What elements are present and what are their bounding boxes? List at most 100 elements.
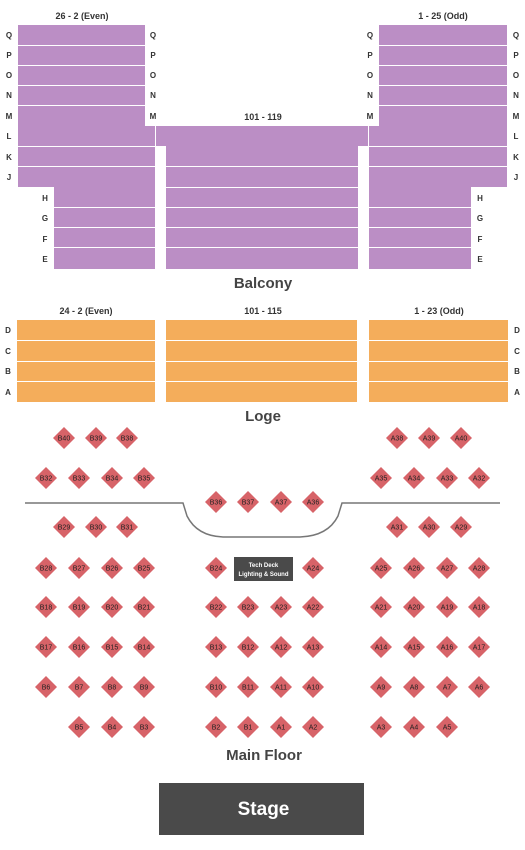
table-diamond[interactable] — [436, 676, 458, 698]
floor-table[interactable]: B7 — [68, 676, 90, 698]
floor-table[interactable]: B24 — [205, 557, 227, 579]
table-diamond[interactable] — [436, 636, 458, 658]
floor-table[interactable]: B21 — [133, 596, 155, 618]
table-diamond[interactable] — [302, 676, 324, 698]
floor-table[interactable]: A34 — [403, 467, 425, 489]
floor-table[interactable]: B13 — [205, 636, 227, 658]
floor-table[interactable]: B1 — [237, 716, 259, 738]
floor-table[interactable]: B32 — [35, 467, 57, 489]
table-diamond[interactable] — [418, 427, 440, 449]
table-diamond[interactable] — [53, 427, 75, 449]
floor-table[interactable]: A38 — [386, 427, 408, 449]
floor-table[interactable]: A26 — [403, 557, 425, 579]
floor-table[interactable]: B38 — [116, 427, 138, 449]
table-diamond[interactable] — [386, 516, 408, 538]
floor-table[interactable]: B19 — [68, 596, 90, 618]
table-diamond[interactable] — [270, 676, 292, 698]
floor-table[interactable]: B9 — [133, 676, 155, 698]
table-diamond[interactable] — [35, 636, 57, 658]
floor-table[interactable]: A3 — [370, 716, 392, 738]
table-diamond[interactable] — [68, 557, 90, 579]
floor-table[interactable]: B22 — [205, 596, 227, 618]
floor-table[interactable]: B20 — [101, 596, 123, 618]
table-diamond[interactable] — [468, 676, 490, 698]
table-diamond[interactable] — [68, 636, 90, 658]
balcony-left-upper-block[interactable] — [18, 25, 145, 126]
table-diamond[interactable] — [403, 467, 425, 489]
floor-table[interactable]: B10 — [205, 676, 227, 698]
floor-table[interactable]: A23 — [270, 596, 292, 618]
floor-table[interactable]: B26 — [101, 557, 123, 579]
balcony-center-top-strip[interactable] — [156, 126, 368, 146]
floor-table[interactable]: A7 — [436, 676, 458, 698]
floor-table[interactable]: A32 — [468, 467, 490, 489]
table-diamond[interactable] — [370, 596, 392, 618]
table-diamond[interactable] — [436, 557, 458, 579]
floor-table[interactable]: B4 — [101, 716, 123, 738]
table-diamond[interactable] — [133, 716, 155, 738]
floor-table[interactable]: B35 — [133, 467, 155, 489]
table-diamond[interactable] — [133, 557, 155, 579]
floor-table[interactable]: B34 — [101, 467, 123, 489]
floor-table[interactable]: A8 — [403, 676, 425, 698]
table-diamond[interactable] — [403, 676, 425, 698]
table-diamond[interactable] — [418, 516, 440, 538]
table-diamond[interactable] — [237, 636, 259, 658]
table-diamond[interactable] — [205, 636, 227, 658]
floor-table[interactable]: A29 — [450, 516, 472, 538]
balcony-right-middle-block[interactable] — [369, 126, 507, 187]
table-diamond[interactable] — [370, 676, 392, 698]
table-diamond[interactable] — [436, 716, 458, 738]
table-diamond[interactable] — [68, 716, 90, 738]
floor-table[interactable]: B18 — [35, 596, 57, 618]
floor-table[interactable]: A13 — [302, 636, 324, 658]
floor-table[interactable]: B16 — [68, 636, 90, 658]
table-diamond[interactable] — [468, 596, 490, 618]
table-diamond[interactable] — [101, 557, 123, 579]
table-diamond[interactable] — [370, 636, 392, 658]
table-diamond[interactable] — [450, 427, 472, 449]
floor-table[interactable]: A14 — [370, 636, 392, 658]
table-diamond[interactable] — [403, 596, 425, 618]
table-diamond[interactable] — [35, 557, 57, 579]
balcony-left-middle-block[interactable] — [18, 126, 155, 187]
table-diamond[interactable] — [237, 491, 259, 513]
floor-table[interactable]: A18 — [468, 596, 490, 618]
floor-table[interactable]: A22 — [302, 596, 324, 618]
table-diamond[interactable] — [237, 596, 259, 618]
floor-table[interactable]: B2 — [205, 716, 227, 738]
floor-table[interactable]: B15 — [101, 636, 123, 658]
floor-table[interactable]: A31 — [386, 516, 408, 538]
floor-table[interactable]: A21 — [370, 596, 392, 618]
table-diamond[interactable] — [205, 557, 227, 579]
floor-table[interactable]: A11 — [270, 676, 292, 698]
table-diamond[interactable] — [270, 596, 292, 618]
table-diamond[interactable] — [302, 491, 324, 513]
table-diamond[interactable] — [68, 676, 90, 698]
floor-table[interactable]: A33 — [436, 467, 458, 489]
floor-table[interactable]: B11 — [237, 676, 259, 698]
table-diamond[interactable] — [302, 716, 324, 738]
table-diamond[interactable] — [35, 596, 57, 618]
table-diamond[interactable] — [68, 596, 90, 618]
table-diamond[interactable] — [450, 516, 472, 538]
table-diamond[interactable] — [436, 467, 458, 489]
table-diamond[interactable] — [205, 491, 227, 513]
table-diamond[interactable] — [302, 596, 324, 618]
floor-table[interactable]: A12 — [270, 636, 292, 658]
floor-table[interactable]: A19 — [436, 596, 458, 618]
table-diamond[interactable] — [116, 516, 138, 538]
table-diamond[interactable] — [133, 596, 155, 618]
table-diamond[interactable] — [403, 636, 425, 658]
table-diamond[interactable] — [85, 427, 107, 449]
floor-table[interactable]: A4 — [403, 716, 425, 738]
floor-table[interactable]: A20 — [403, 596, 425, 618]
table-diamond[interactable] — [205, 676, 227, 698]
table-diamond[interactable] — [53, 516, 75, 538]
floor-table[interactable]: B23 — [237, 596, 259, 618]
floor-table[interactable]: A28 — [468, 557, 490, 579]
floor-table[interactable]: A5 — [436, 716, 458, 738]
floor-table[interactable]: A24 — [302, 557, 324, 579]
table-diamond[interactable] — [270, 491, 292, 513]
floor-table[interactable]: A27 — [436, 557, 458, 579]
